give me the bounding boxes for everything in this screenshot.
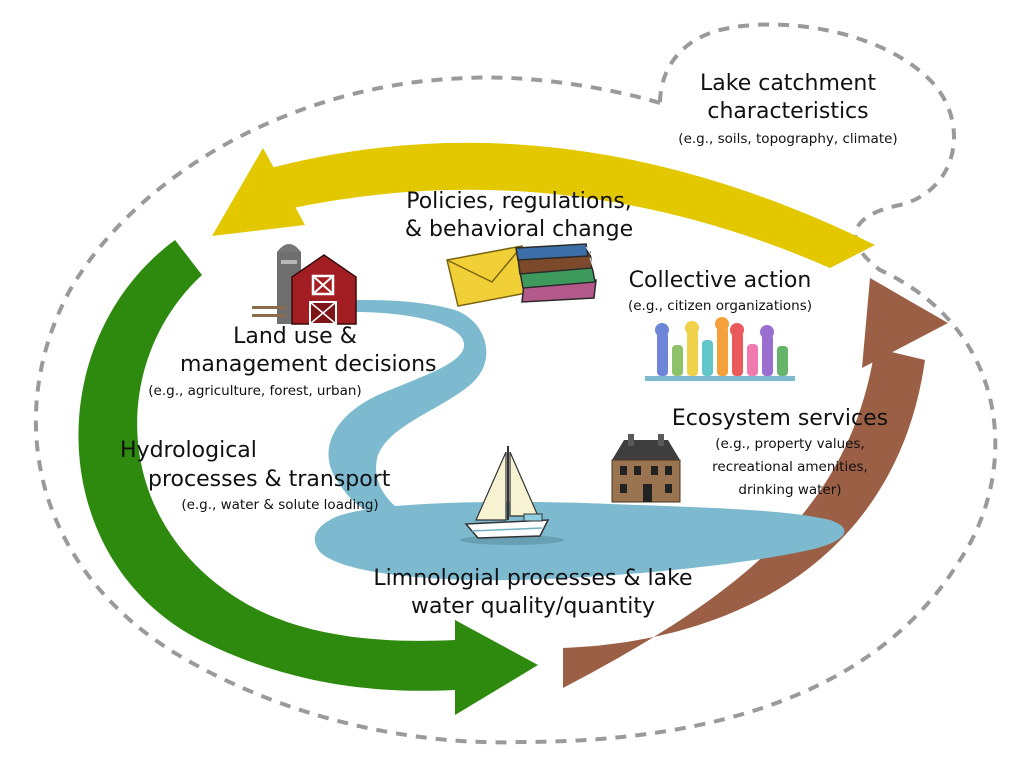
barn-silo-icon — [252, 244, 357, 325]
catchment-title-line1: Lake catchment — [700, 71, 876, 96]
ecosystem-detail-line1: (e.g., property values, — [715, 436, 865, 452]
policy-feedback-arrowhead — [212, 148, 305, 236]
landuse-title-line1: Land use & — [233, 324, 357, 349]
landuse-detail: (e.g., agriculture, forest, urban) — [148, 383, 362, 399]
house-icon — [611, 434, 681, 503]
policy-feedback-arrow — [263, 142, 875, 268]
limnological-title-line2: water quality/quantity — [410, 594, 656, 619]
hydrological-flow-arrow — [78, 240, 456, 691]
ecosystem-detail-line2: recreational amenities, — [712, 459, 868, 475]
limnological-title-line1: Limnologial processes & lake — [373, 566, 693, 591]
catchment-boundary — [33, 22, 998, 745]
ecosystem-detail-line3: drinking water) — [738, 482, 842, 498]
ecosystem-title: Ecosystem services — [671, 406, 889, 431]
book-stack-icon — [515, 243, 597, 303]
raised-hands-icon — [645, 317, 795, 381]
hydrological-title-line2: processes & transport — [148, 467, 391, 492]
collective-detail: (e.g., citizen organizations) — [627, 298, 812, 314]
landuse-title-line2: management decisions — [180, 352, 437, 377]
river — [328, 300, 487, 516]
catchment-title-line2: characteristics — [707, 99, 869, 124]
ecosystem-services-arrow — [563, 348, 925, 688]
ecosystem-services-arrowhead — [862, 278, 948, 368]
hydrological-title-line1: Hydrological — [120, 438, 257, 463]
sailboat-icon — [460, 446, 564, 545]
hydrological-flow-arrowhead — [455, 620, 538, 715]
catchment-detail: (e.g., soils, topography, climate) — [678, 131, 898, 147]
hydrological-detail: (e.g., water & solute loading) — [181, 497, 379, 513]
collective-title: Collective action — [628, 268, 812, 293]
lake — [314, 501, 845, 581]
policies-title-line2: & behavioral change — [404, 217, 634, 242]
policies-title-line1: Policies, regulations, — [406, 189, 632, 214]
